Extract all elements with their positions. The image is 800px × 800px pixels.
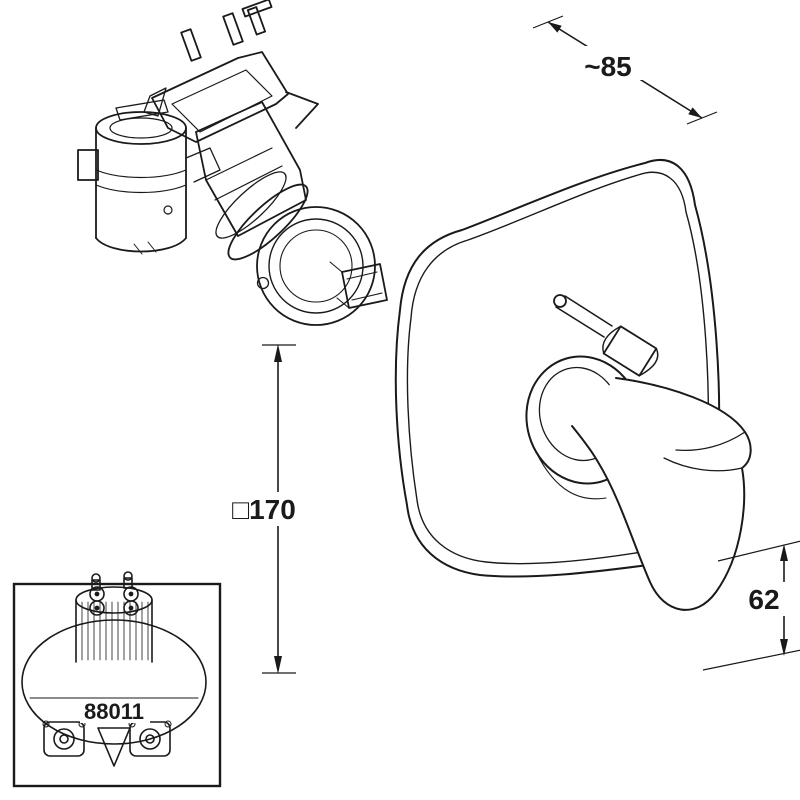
mounting-bracket [143, 0, 319, 143]
handle-paddle [571, 377, 752, 611]
dim-85-label: ~85 [584, 51, 632, 82]
bracket-tab [285, 91, 319, 129]
spindle-square [341, 263, 388, 309]
part-number-label: 88011 [84, 699, 144, 724]
arrowhead [780, 639, 788, 656]
dim-62-label: 62 [748, 584, 779, 615]
diverter-knob [553, 294, 659, 377]
shutoff-cylinder [77, 99, 187, 255]
dimension-plate-depth: ~85 [532, 15, 718, 125]
inset-box: 88011 [12, 571, 222, 788]
arrowhead [780, 544, 788, 561]
valve-center-body [185, 101, 307, 237]
arrowhead [274, 344, 282, 362]
arrowhead [688, 107, 702, 118]
arrowhead [548, 22, 562, 33]
flange-ellipse [21, 619, 207, 745]
dimension-plate-square: □170 [214, 344, 314, 674]
arrowhead [274, 656, 282, 674]
rough-in-valve-drawing [21, 571, 207, 767]
valve-body-assembly [77, 0, 388, 326]
dim-170-label: □170 [232, 494, 296, 525]
lever-handle [525, 355, 752, 611]
cartridge-rings [215, 171, 309, 261]
dimension-handle-height: 62 [702, 540, 800, 671]
cartridge-face [256, 206, 388, 326]
